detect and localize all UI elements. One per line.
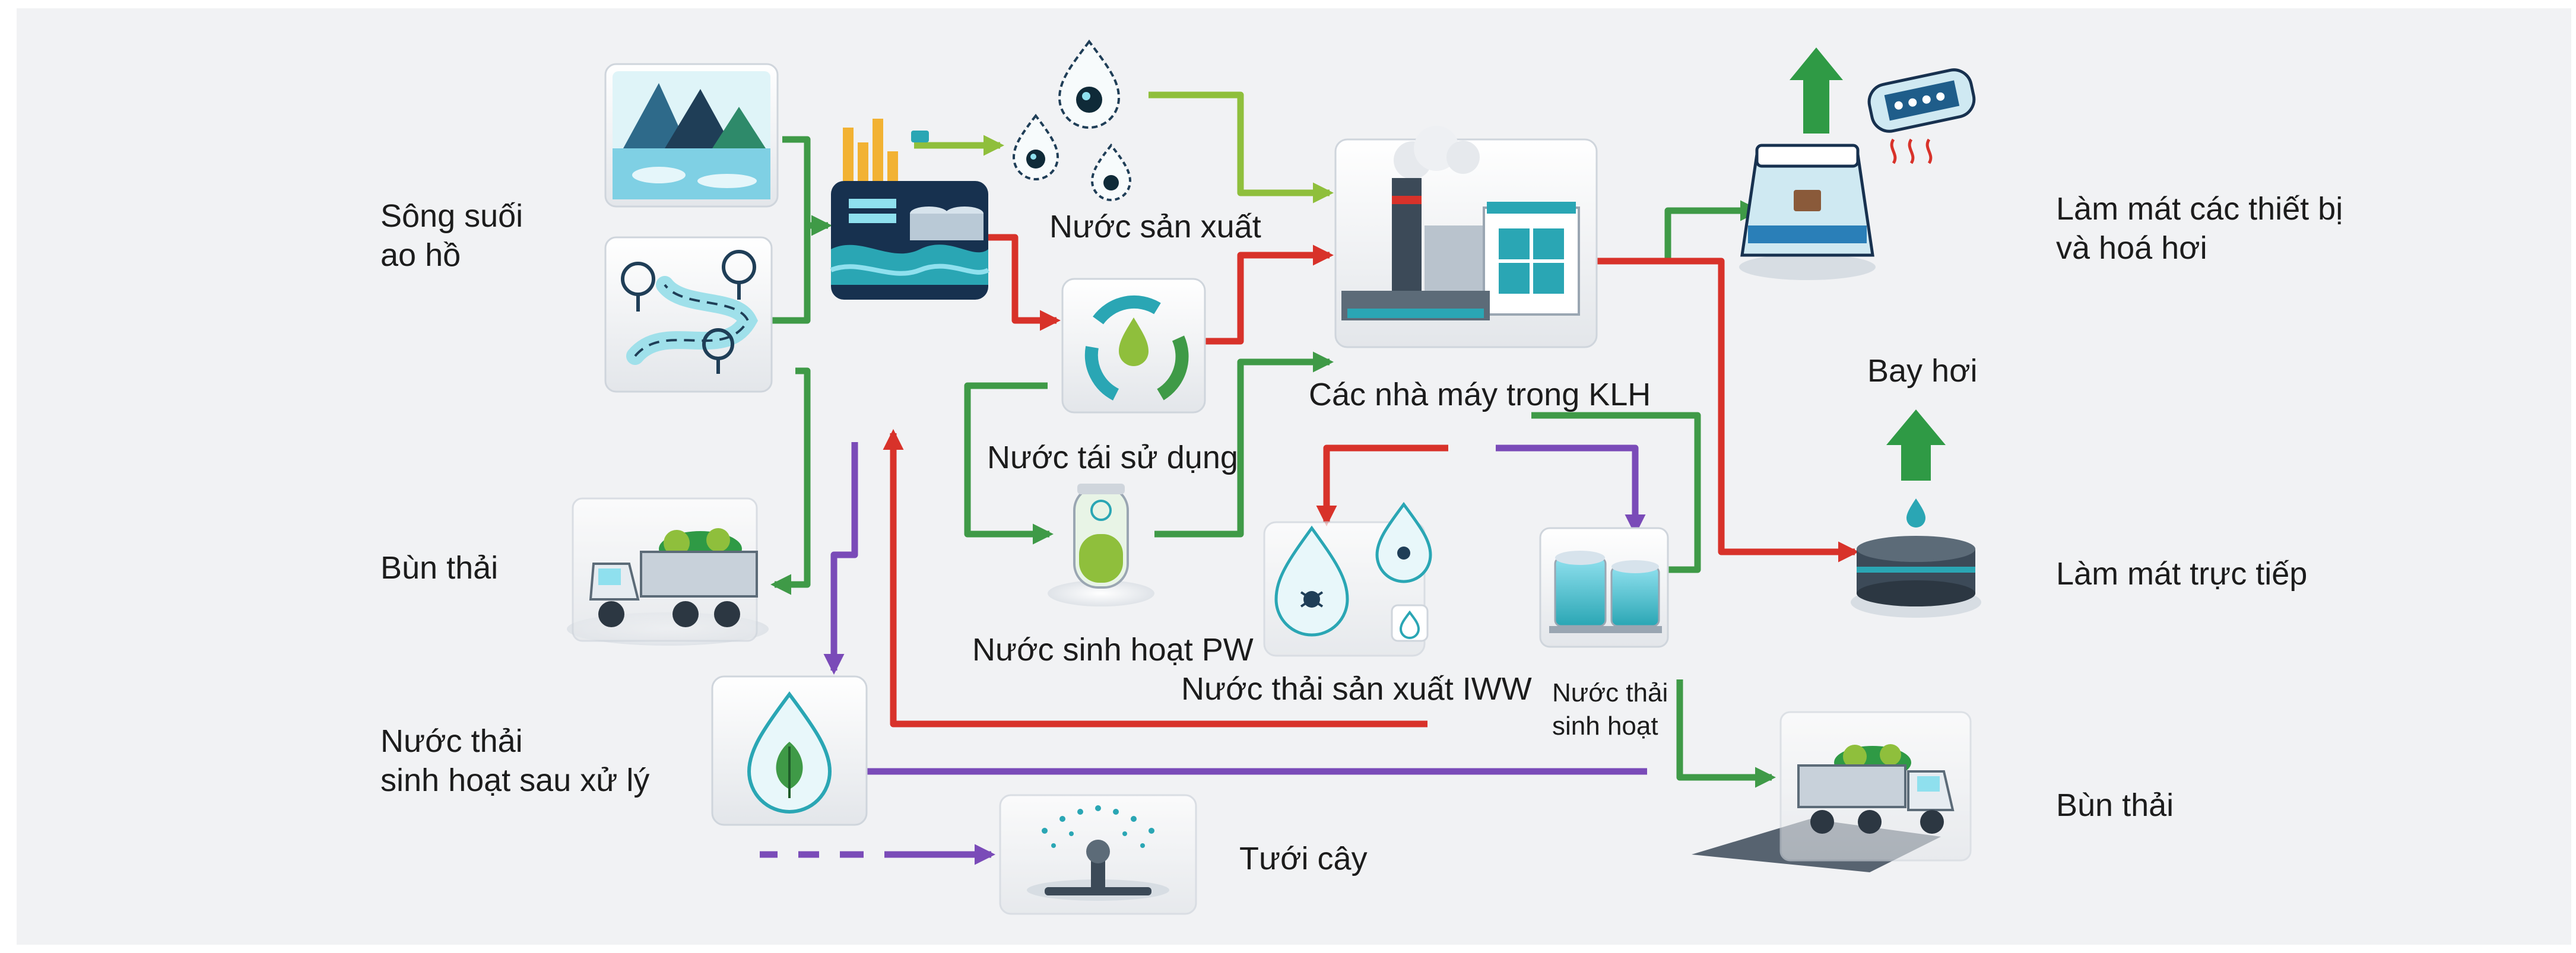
label-direct-cooling: Làm mát trực tiếp: [2056, 556, 2308, 592]
flow-river-to-treatment: [782, 136, 833, 236]
label-reuse-water: Nước tái sử dụng: [987, 440, 1238, 475]
flow-lake-to-treatment: [772, 225, 811, 324]
water-flow-diagram: [567, 39, 1981, 915]
recycle-water-icon: [1061, 278, 1206, 414]
flow-pw-to-factory: [1154, 351, 1334, 538]
flow-factory-to-domestic-ww: [1496, 444, 1646, 536]
flow-factory-to-direct-cooling: [1597, 258, 1860, 563]
label-industrial-wastewater: Nước thải sản xuất IWW: [1181, 671, 1532, 707]
mountain-lake-icon: [604, 63, 779, 208]
label-cooling-equipment: Làm mát các thiết bị và hoá hơi: [2056, 191, 2343, 266]
flow-factory-to-iww: [1316, 444, 1448, 527]
label-factories: Các nhà máy trong KLH: [1309, 377, 1651, 412]
label-treated-domestic: Nước thải sinh hoạt sau xử lý: [380, 723, 650, 798]
river-map-icon: [604, 236, 773, 393]
dump-truck-icon: [1692, 711, 1972, 872]
flow-tank-to-reuse: [985, 234, 1061, 331]
dump-truck-icon: [567, 497, 769, 646]
flow-production-to-factory: [1149, 91, 1334, 204]
label-irrigation: Tưới cây: [1239, 841, 1368, 876]
water-treatment-tank-icon: [830, 119, 990, 300]
flow-domestic-return: [1531, 412, 1701, 573]
flow-iww-return: [883, 428, 1427, 728]
flow-lines: [760, 91, 1860, 854]
label-domestic-water-pw: Nước sinh hoạt PW: [972, 632, 1254, 668]
diagram-canvas: Sông suối ao hồ Bùn thải Nước thải sinh …: [17, 8, 2571, 945]
label-sludge-left: Bùn thải: [380, 550, 499, 586]
flow-domestic-ww-to-sludge: [1676, 679, 1776, 788]
label-production-water: Nước sản xuất: [1049, 209, 1261, 244]
test-tube-icon: [1048, 484, 1154, 606]
up-arrow-icon: [1790, 47, 1843, 134]
label-evaporation: Bay hơi: [1867, 353, 1978, 389]
heat-exchanger-icon: [1867, 68, 1976, 164]
storage-tanks-icon: [1539, 527, 1669, 648]
wastewater-droplets-icon: [1263, 501, 1432, 657]
flow-tank-to-sludge: [770, 367, 811, 595]
flow-domestic-ww-to-treated: [823, 442, 858, 675]
factory-icon: [1334, 126, 1598, 348]
label-sludge-right: Bùn thải: [2056, 787, 2174, 823]
label-domestic-wastewater: Nước thải sinh hoạt: [1552, 678, 1668, 741]
sprinkler-icon: [999, 794, 1197, 915]
evaporation-pond-icon: [1851, 409, 1981, 618]
leaf-droplet-icon: [711, 675, 868, 826]
cooling-tower-icon: [1739, 144, 1876, 280]
flow-factory-to-cooling: [1597, 200, 1762, 265]
microbe-droplet-icon: [1012, 39, 1132, 201]
flow-reuse-to-factory: [1205, 244, 1334, 345]
label-river: Sông suối ao hồ: [380, 198, 524, 273]
